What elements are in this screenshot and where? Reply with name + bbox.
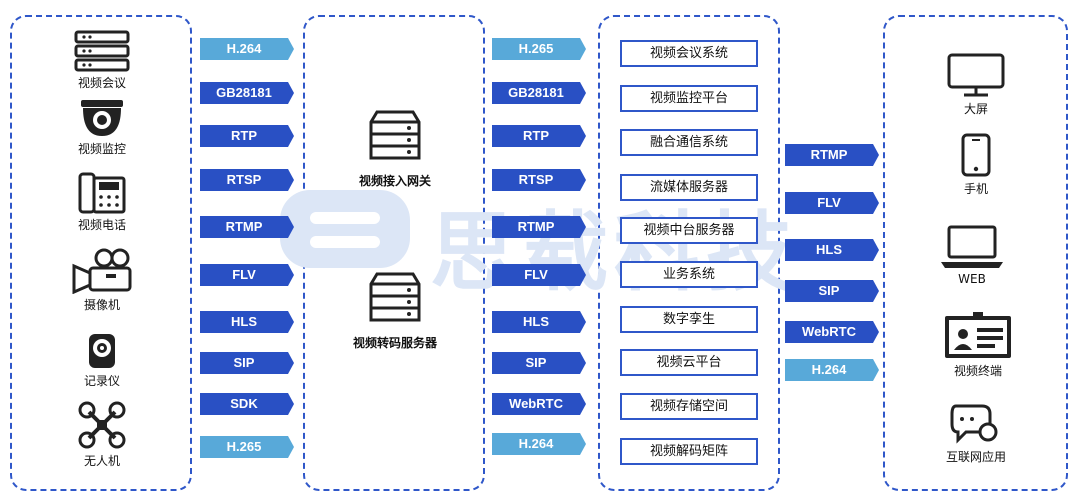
mid-protocol-tag: RTMP — [492, 216, 586, 238]
left-protocol-tag: FLV — [200, 264, 294, 286]
right-protocol-tag: WebRTC — [785, 321, 879, 343]
source-video-conference: 视频会议 — [52, 30, 152, 91]
source-video-phone: 视频电话 — [52, 170, 152, 233]
video-terminal-icon — [945, 312, 1011, 358]
drone-icon — [78, 401, 126, 449]
video-camera-icon — [72, 248, 132, 294]
terminal-internet-app: 互联网应用 — [926, 400, 1026, 465]
left-protocol-tag: RTMP — [200, 216, 294, 238]
system-box: 视频会议系统 — [620, 40, 758, 67]
system-box: 融合通信系统 — [620, 129, 758, 156]
system-box: 视频中台服务器 — [620, 217, 758, 244]
source-devices-panel — [10, 15, 192, 491]
left-protocol-tag: RTSP — [200, 169, 294, 191]
left-protocol-tag: GB28181 — [200, 82, 294, 104]
monitor-icon — [947, 53, 1005, 97]
right-protocol-tag: SIP — [785, 280, 879, 302]
left-protocol-tag: SIP — [200, 352, 294, 374]
dome-camera-icon — [81, 100, 123, 136]
mid-protocol-tag: H.265 — [492, 38, 586, 60]
chat-bubbles-icon — [950, 404, 998, 444]
terminal-big-screen: 大屏 — [926, 52, 1026, 117]
terminal-video-endpoint: 视频终端 — [928, 312, 1028, 379]
source-video-surveillance: 视频监控 — [52, 98, 152, 157]
mid-protocol-tag: FLV — [492, 264, 586, 286]
mid-protocol-tag: H.264 — [492, 433, 586, 455]
transcode-server: 视频转码服务器 — [325, 270, 465, 351]
mid-protocol-tag: HLS — [492, 311, 586, 333]
mid-protocol-tag: GB28181 — [492, 82, 586, 104]
system-box: 视频存储空间 — [620, 393, 758, 420]
mid-protocol-tag: SIP — [492, 352, 586, 374]
access-gateway: 视频接入网关 — [325, 108, 465, 189]
right-protocol-tag: FLV — [785, 192, 879, 214]
system-box: 视频监控平台 — [620, 85, 758, 112]
source-recorder: 记录仪 — [52, 332, 152, 389]
mid-protocol-tag: RTP — [492, 125, 586, 147]
system-box: 业务系统 — [620, 261, 758, 288]
system-box: 流媒体服务器 — [620, 174, 758, 201]
mid-protocol-tag: RTSP — [492, 169, 586, 191]
source-camera: 摄像机 — [52, 248, 152, 313]
server-icon — [369, 110, 421, 160]
source-drone: 无人机 — [52, 400, 152, 469]
terminal-web: WEB — [922, 224, 1022, 286]
server-rack-icon — [74, 30, 130, 72]
left-protocol-tag: H.264 — [200, 38, 294, 60]
desk-phone-icon — [78, 172, 126, 214]
left-protocol-tag: SDK — [200, 393, 294, 415]
terminal-phone: 手机 — [926, 132, 1026, 197]
mid-protocol-tag: WebRTC — [492, 393, 586, 415]
right-protocol-tag: RTMP — [785, 144, 879, 166]
left-protocol-tag: RTP — [200, 125, 294, 147]
smartphone-icon — [961, 133, 991, 177]
system-box: 数字孪生 — [620, 306, 758, 333]
server-icon — [369, 272, 421, 322]
laptop-icon — [941, 225, 1003, 268]
left-protocol-tag: H.265 — [200, 436, 294, 458]
body-cam-icon — [89, 334, 115, 368]
right-protocol-tag: H.264 — [785, 359, 879, 381]
left-protocol-tag: HLS — [200, 311, 294, 333]
system-box: 视频解码矩阵 — [620, 438, 758, 465]
system-box: 视频云平台 — [620, 349, 758, 376]
right-protocol-tag: HLS — [785, 239, 879, 261]
gateway-panel — [303, 15, 485, 491]
